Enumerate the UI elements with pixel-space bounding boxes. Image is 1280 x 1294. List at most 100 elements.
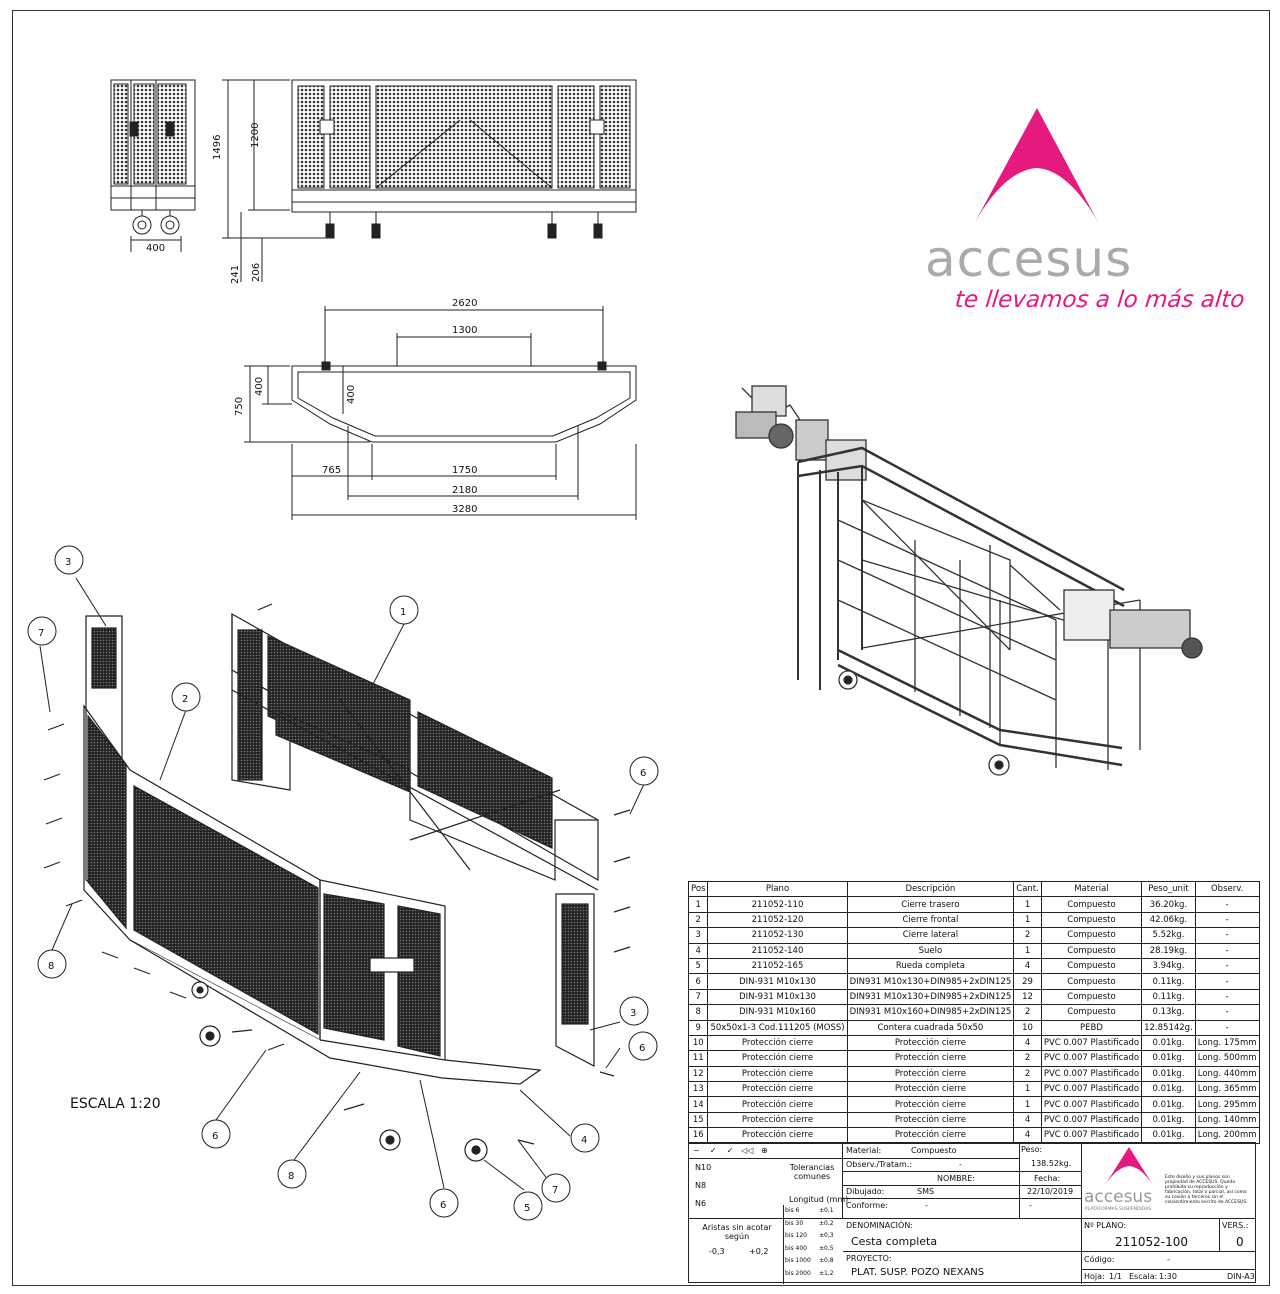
dibujado-label: Dibujado: [846,1187,885,1196]
codigo-value: - [1167,1255,1170,1264]
dibujado-value: SMS [917,1187,935,1196]
svg-text:4: 4 [581,1135,587,1146]
bom-cell: PVC 0.007 Plastificado [1040,1050,1143,1067]
bom-cell: 4 [1013,957,1042,975]
dim-side-width: 400 [146,243,165,254]
bom-cell: 211052-110 [707,896,848,913]
tol-value: ±0,1 [819,1207,834,1214]
bom-cell: Long. 140mm [1194,1111,1260,1129]
bom-cell: 10 [1013,1019,1042,1036]
bom-cell: 4 [1013,1034,1042,1052]
tol-value: ±0,8 [819,1257,834,1264]
svg-text:6: 6 [639,1043,645,1054]
bom-cell: Cierre frontal [846,911,1015,929]
bom-cell: 0.01kg. [1141,1111,1196,1129]
svg-text:8: 8 [48,961,54,972]
bom-cell: Compuesto [1040,988,1143,1006]
peso-label: Peso: [1021,1145,1043,1154]
tol-value: ±0,5 [819,1244,834,1252]
bom-cell: 0.13kg. [1141,1004,1196,1021]
nplano-value: 211052-100 [1115,1235,1189,1249]
bom-cell: Suelo [846,942,1015,959]
front-view [222,79,637,282]
bom-cell: Compuesto [1040,911,1143,929]
tol-range: bis 120 [785,1232,807,1239]
balloon-8-bottom: 8 [277,1159,307,1189]
bom-cell: Protección cierre [846,1065,1015,1083]
titleblock-logo-name: accesus [1084,1187,1153,1207]
tol-range: bis 400 [785,1244,807,1252]
bom-cell: Protección cierre [707,1111,848,1129]
bom-cell: 211052-130 [707,927,848,944]
bom-cell: DIN-931 M10x160 [707,1004,848,1021]
bom-cell: 5.52kg. [1141,927,1196,944]
bom-cell: Cierre lateral [846,927,1015,944]
dim-wheel-height: 241 [230,265,241,284]
bom-cell: Protección cierre [707,1081,848,1098]
brand-slogan: te llevamos a lo más alto [953,287,1246,313]
bom-cell: 211052-165 [707,957,848,975]
dim-plan-1750: 1750 [452,465,477,476]
bom-cell: 14 [687,1096,709,1113]
bom-cell: 7 [687,988,709,1006]
tol-range: bis 30 [785,1219,804,1227]
bom-cell: Long. 175mm [1194,1034,1260,1052]
svg-text:3: 3 [630,1008,636,1019]
hoja-value: 1/1 [1109,1272,1122,1281]
bom-cell: 3 [687,927,709,944]
bom-cell: DIN-931 M10x130 [707,973,848,990]
bom-cell: 4 [1013,1111,1042,1129]
balloon-circles: 1 2 3 3 4 5 6 6 6 6 7 7 8 8 [27,545,659,1221]
bom-cell: 10 [687,1034,709,1052]
svg-text:7: 7 [552,1185,558,1196]
bom-cell: 15 [687,1111,709,1129]
aristas-label: Aristas sin acotar según [702,1223,772,1241]
dim-plan-2180: 2180 [452,485,477,496]
balloon-4: 4 [570,1123,600,1153]
svg-text:6: 6 [440,1200,446,1211]
balloon-6-c: 6 [201,1119,231,1149]
side-view [110,79,196,252]
bom-cell: 12 [687,1065,709,1083]
tol-value: ±1,2 [819,1269,834,1277]
bom-cell: Compuesto [1040,973,1143,990]
exploded-view [43,603,631,1162]
vers-label: VERS.: [1222,1221,1249,1230]
bom-cell: Protección cierre [707,1096,848,1113]
bom-cell: DIN931 M10x130+DIN985+2xDIN125 [846,988,1015,1006]
bom-cell: PEBD [1040,1019,1143,1036]
conforme-label: Conforme: [846,1201,888,1210]
bom-cell: 50x50x1-3 Cod.111205 (MOSS) [707,1019,848,1036]
bom-cell: - [1194,927,1260,944]
observ-value: - [959,1160,962,1169]
bom-cell: Contera cuadrada 50x50 [846,1019,1015,1036]
bom-cell: PVC 0.007 Plastificado [1040,1096,1143,1113]
conforme-fecha: - [1029,1201,1032,1210]
bom-cell: 4 [1013,1127,1042,1144]
longitud-label: Longitud (mm) [789,1195,849,1204]
dim-plan-total: 3280 [452,504,477,515]
balloons [39,577,645,1191]
roughness-n8: N8 [695,1181,707,1190]
bom-cell: 8 [687,1004,709,1021]
isometric-view [735,385,1203,776]
bom-cell: DIN931 M10x130+DIN985+2xDIN125 [846,973,1015,990]
tol-value: ±0,2 [819,1219,834,1227]
bom-header-cell: Descripción [846,880,1015,898]
bom-cell: - [1194,1019,1260,1036]
bom-header-cell: Plano [707,880,848,898]
bom-cell: 2 [1013,1065,1042,1083]
nombre-label: NOMBRE: [937,1174,975,1183]
dim-plan-offset: 765 [322,465,341,476]
bom-cell: 1 [687,896,709,913]
plan-view [244,306,637,520]
